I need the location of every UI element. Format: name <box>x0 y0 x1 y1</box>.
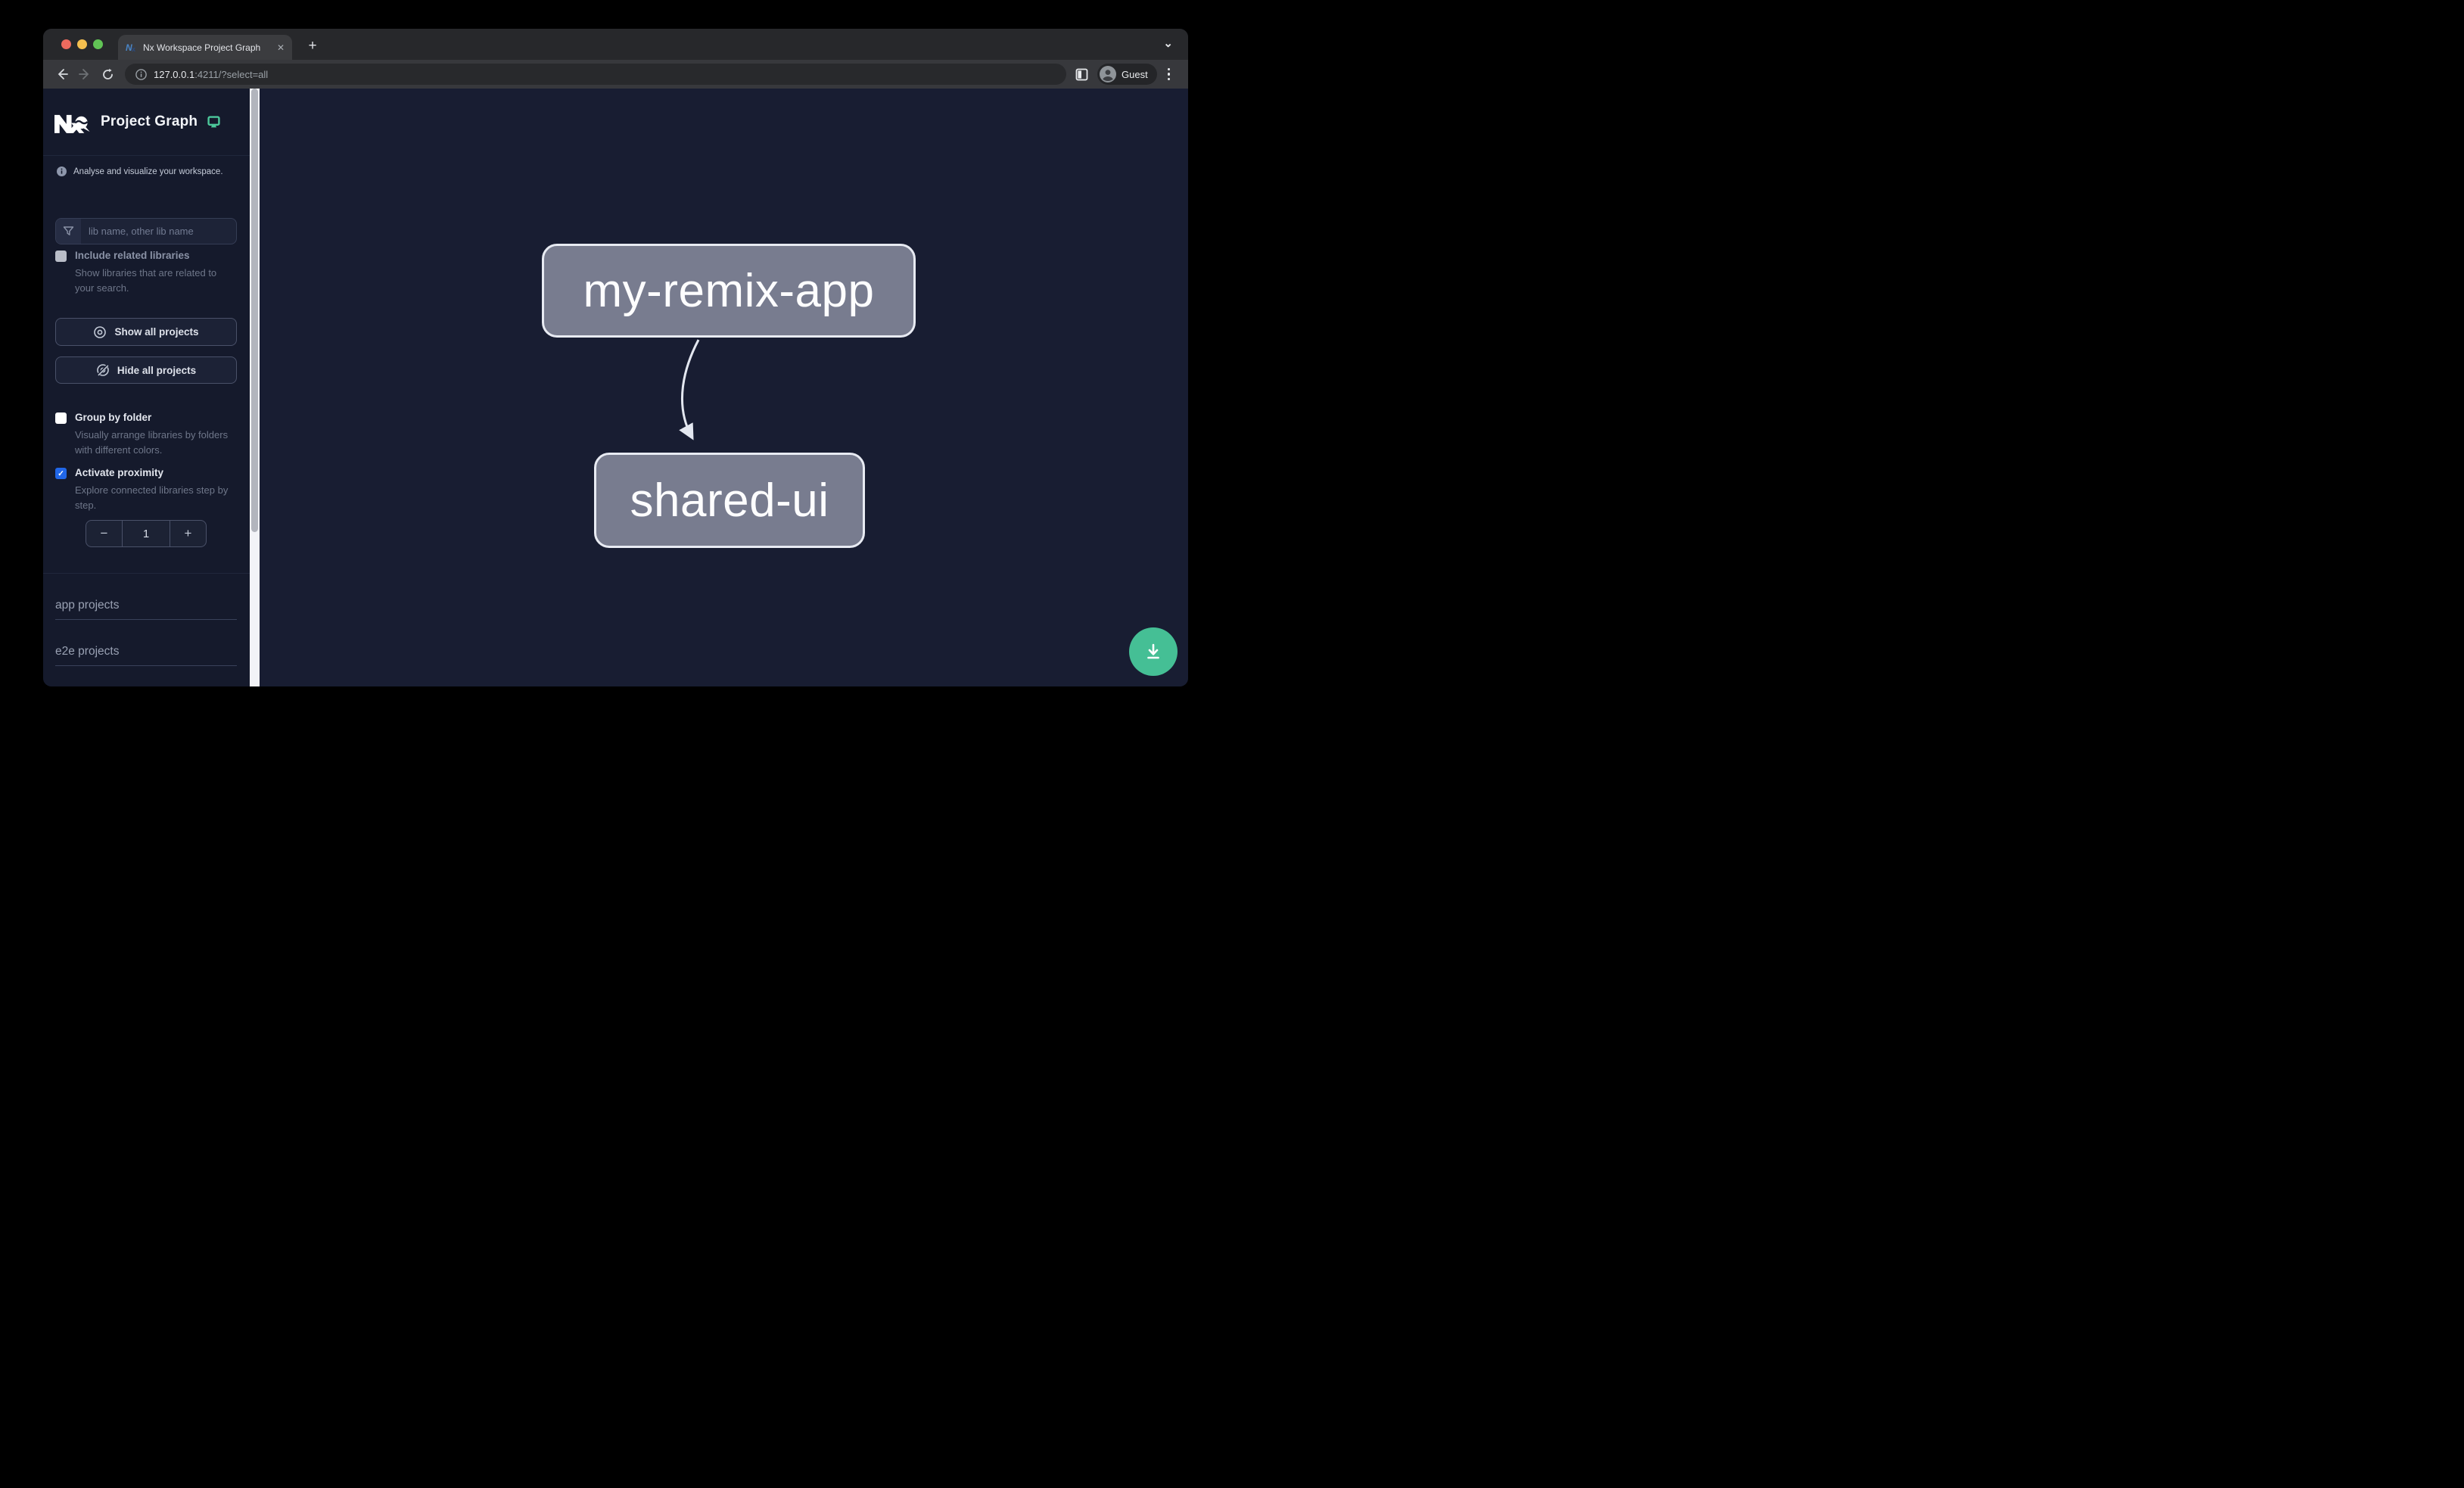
browser-window: N x Nx Workspace Project Graph ✕ + ⌄ 127… <box>43 29 1188 686</box>
include-related-checkbox[interactable] <box>55 251 67 262</box>
site-info-icon[interactable] <box>135 68 147 80</box>
toggle-group-by-folder: Group by folder Visually arrange librari… <box>43 411 250 457</box>
workspace-tagline: Analyse and visualize your workspace. <box>73 167 223 176</box>
toggle-label: Activate proximity <box>75 467 164 478</box>
tab-favicon-nx-icon: N x <box>126 42 137 53</box>
node-label: shared-ui <box>630 474 829 527</box>
reload-button[interactable] <box>96 63 119 86</box>
download-icon <box>1143 642 1163 662</box>
tab-title: Nx Workspace Project Graph <box>143 42 261 53</box>
page-title: Project Graph <box>101 114 198 129</box>
sidebar-divider <box>43 573 250 574</box>
toggle-description: Explore connected libraries step by step… <box>75 484 229 511</box>
nx-logo <box>54 111 91 133</box>
eye-icon <box>93 325 107 339</box>
avatar-icon <box>1100 66 1116 82</box>
profile-label: Guest <box>1122 68 1148 80</box>
dependency-edge <box>679 339 700 440</box>
info-icon <box>57 167 67 176</box>
proximity-depth-value: 1 <box>142 527 150 540</box>
toggle-label: Include related libraries <box>75 250 190 261</box>
eye-off-icon <box>96 363 110 377</box>
group-by-folder-checkbox[interactable] <box>55 412 67 424</box>
graph-node-my-remix-app[interactable]: my-remix-app <box>542 244 916 338</box>
url-text: 127.0.0.1:4211/?select=all <box>154 68 269 80</box>
toggle-label: Group by folder <box>75 412 152 423</box>
toggle-description: Visually arrange libraries by folders wi… <box>75 429 229 456</box>
tab-search-chevron-icon[interactable]: ⌄ <box>1163 37 1173 50</box>
sidebar-scrollbar <box>250 89 260 686</box>
section-app-projects[interactable]: app projects <box>55 582 237 620</box>
section-label: e2e projects <box>55 645 120 658</box>
browser-menu-icon[interactable] <box>1166 67 1172 82</box>
side-panel-icon[interactable] <box>1075 68 1088 81</box>
tab-close-icon[interactable]: ✕ <box>276 42 285 53</box>
show-all-projects-button[interactable]: Show all projects <box>55 318 237 346</box>
browser-toolbar: 127.0.0.1:4211/?select=all Guest <box>43 60 1188 89</box>
toggle-include-related: Include related libraries Show libraries… <box>43 249 250 295</box>
button-label: Hide all projects <box>117 364 197 376</box>
section-label: app projects <box>55 599 120 612</box>
back-button[interactable] <box>51 63 73 86</box>
address-bar[interactable]: 127.0.0.1:4211/?select=all <box>125 64 1066 85</box>
node-label: my-remix-app <box>583 264 875 317</box>
minimize-window-button[interactable] <box>77 39 87 49</box>
svg-text:x: x <box>132 45 135 53</box>
activate-proximity-checkbox[interactable]: ✓ <box>55 468 67 479</box>
traffic-lights <box>61 39 103 49</box>
sidebar-header: Project Graph <box>43 89 250 156</box>
zoom-window-button[interactable] <box>93 39 103 49</box>
proximity-depth-stepper: − 1 + <box>86 520 207 547</box>
sidebar: Project Graph Analyse and visualize your… <box>43 89 250 686</box>
forward-button[interactable] <box>73 63 96 86</box>
increment-button[interactable]: + <box>170 521 206 546</box>
graph-node-shared-ui[interactable]: shared-ui <box>594 453 865 548</box>
monitor-icon[interactable] <box>207 115 220 129</box>
download-graph-button[interactable] <box>1129 627 1178 676</box>
toggle-description: Show libraries that are related to your … <box>75 267 217 294</box>
svg-text:N: N <box>126 42 132 53</box>
hide-all-projects-button[interactable]: Hide all projects <box>55 356 237 384</box>
toggle-activate-proximity: ✓ Activate proximity Explore connected l… <box>43 466 250 512</box>
browser-tab[interactable]: N x Nx Workspace Project Graph ✕ <box>118 35 292 60</box>
section-e2e-projects[interactable]: e2e projects <box>55 630 237 666</box>
profile-button[interactable]: Guest <box>1097 64 1157 85</box>
button-label: Show all projects <box>114 326 199 338</box>
project-graph-canvas[interactable]: my-remix-app shared-ui <box>260 89 1188 686</box>
close-window-button[interactable] <box>61 39 71 49</box>
filter-input[interactable] <box>81 219 236 244</box>
workspace-tagline-row: Analyse and visualize your workspace. <box>57 167 223 176</box>
funnel-icon <box>56 219 81 244</box>
tab-strip: N x Nx Workspace Project Graph ✕ + ⌄ <box>43 29 1188 60</box>
new-tab-button[interactable]: + <box>308 38 317 54</box>
decrement-button[interactable]: − <box>86 521 123 546</box>
filter-box <box>55 218 237 244</box>
scrollbar-thumb[interactable] <box>251 89 258 532</box>
